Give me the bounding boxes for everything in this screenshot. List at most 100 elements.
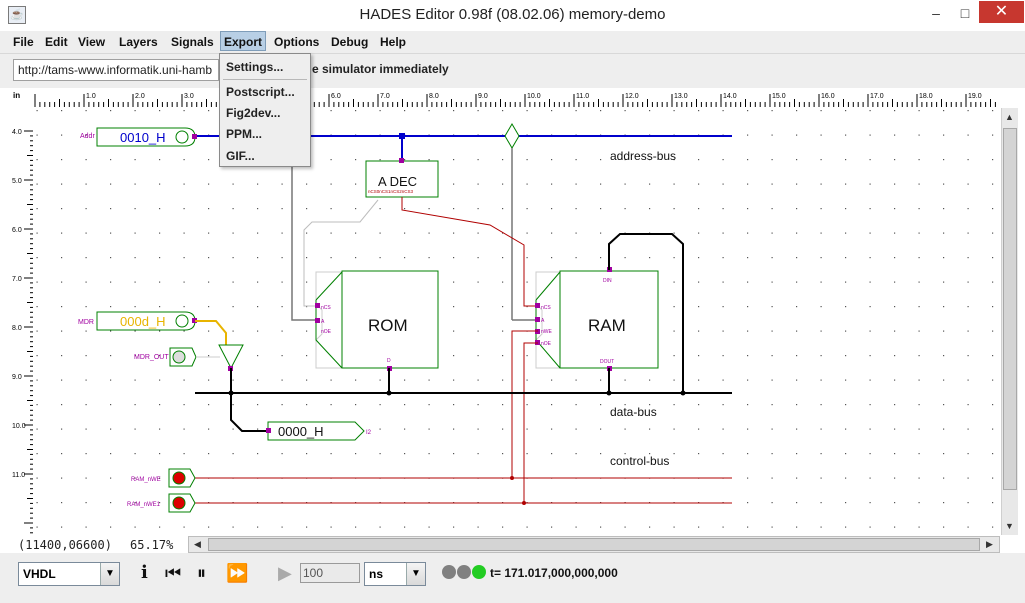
ruler-label: 3.0: [184, 93, 194, 100]
vertical-scroll-thumb[interactable]: [1003, 128, 1017, 490]
ram-din-wire[interactable]: [608, 233, 684, 393]
top-ruler: 1.02.03.04.05.06.07.08.09.010.011.012.01…: [10, 88, 1002, 109]
adec-label: A DEC: [378, 174, 417, 189]
export-dropdown: Settings... Postscript... Fig2dev... PPM…: [219, 53, 311, 167]
mdr-wire[interactable]: [195, 320, 227, 345]
maximize-button[interactable]: □: [960, 5, 970, 21]
top-ruler-graphic: 1.02.03.04.05.06.07.08.09.010.011.012.01…: [34, 93, 996, 107]
scroll-up-icon[interactable]: ▲: [1005, 112, 1014, 122]
menu-view[interactable]: View: [78, 35, 106, 49]
schematic-drawing[interactable]: address-bus Addr 0010_H A DEC nCS0nCS1nC…: [34, 108, 1001, 535]
ram-nwe1-led[interactable]: [172, 496, 186, 510]
ram-pin-a: A: [541, 318, 545, 324]
rom-pin-marker: [315, 318, 320, 323]
schematic-canvas[interactable]: address-bus Addr 0010_H A DEC nCS0nCS1nC…: [34, 108, 1001, 535]
rom-label: ROM: [368, 316, 408, 335]
rom-pin-marker: [315, 303, 320, 308]
window-title: HADES Editor 0.98f (08.02.06) memory-dem…: [359, 6, 666, 23]
scroll-left-icon[interactable]: ◀: [194, 539, 201, 549]
status-led-gray-1: [442, 565, 456, 579]
status-led-gray-2: [457, 565, 471, 579]
ram-pin-ncs: nCS: [541, 305, 551, 311]
ram-pin-noe: nOE: [541, 341, 552, 347]
ctrl-label-nwe: RAM_nWE: [131, 477, 161, 483]
addr-value: 0010_H: [120, 130, 166, 145]
fast-forward-icon[interactable]: ⏩: [226, 563, 249, 583]
step-count-field[interactable]: 100: [300, 563, 360, 583]
export-gif[interactable]: GIF...: [226, 149, 255, 163]
ram-pin-marker: [535, 317, 540, 322]
ruler-corner: in: [10, 88, 34, 108]
status-led-green: [472, 565, 486, 579]
ruler-label: 11.0: [576, 93, 589, 100]
language-select[interactable]: VHDL ▼: [18, 562, 120, 586]
ruler-label: 19.0: [968, 93, 982, 100]
menu-export[interactable]: Export: [220, 31, 267, 51]
language-value: VHDL: [23, 567, 56, 581]
ruler-label: 1.0: [86, 93, 96, 100]
ram-pin-dout: DOUT: [600, 359, 614, 365]
ruler-label: 6.0: [12, 227, 22, 234]
ruler-label: 4.0: [12, 129, 22, 136]
hex-display[interactable]: [267, 421, 365, 441]
pause-icon[interactable]: ⏸: [197, 563, 206, 583]
mdr-input-knob[interactable]: [175, 314, 189, 328]
step-icon[interactable]: ▶: [278, 563, 292, 583]
menu-options[interactable]: Options: [274, 35, 320, 49]
menu-layers[interactable]: Layers: [119, 35, 158, 49]
address-bus-label: address-bus: [610, 149, 676, 163]
export-fig2dev[interactable]: Fig2dev...: [226, 106, 281, 120]
ram-nwe-led[interactable]: [172, 471, 186, 485]
junction-dot: [386, 390, 392, 396]
menu-help[interactable]: Help: [380, 35, 407, 49]
ctrl-label-nwe1: RAM_nWE1: [127, 502, 161, 508]
menu-debug[interactable]: Debug: [331, 35, 369, 49]
hex-display-wire[interactable]: [230, 393, 268, 432]
ram-pin-din: DIN: [603, 278, 612, 284]
ruler-label: 11.0: [12, 472, 25, 479]
ruler-label: 5.0: [12, 178, 22, 185]
rom-pin-noe: nOE: [321, 329, 332, 335]
export-settings[interactable]: Settings...: [226, 60, 284, 74]
zoom-level: 65.17%: [130, 538, 174, 552]
tristate-buffer[interactable]: [218, 344, 244, 370]
menu-signals[interactable]: Signals: [171, 35, 214, 49]
addr-input-knob[interactable]: [175, 130, 189, 144]
scroll-down-icon[interactable]: ▼: [1005, 521, 1014, 531]
ram-label: RAM: [588, 316, 626, 335]
java-app-icon[interactable]: ☕: [8, 6, 26, 24]
chevron-down-icon[interactable]: ▼: [406, 563, 425, 585]
export-postscript[interactable]: Postscript...: [226, 85, 295, 99]
ruler-unit-label: in: [13, 91, 20, 100]
hex-display-value: 0000_H: [278, 424, 324, 439]
status-message: e simulator immediately: [312, 62, 449, 76]
ram-noe-wire[interactable]: [523, 342, 538, 503]
close-button[interactable]: ✕: [979, 1, 1024, 23]
ruler-label: 2.0: [135, 93, 145, 100]
export-ppm[interactable]: PPM...: [226, 127, 263, 141]
left-ruler-graphic: 4.05.06.07.08.09.010.011.0: [12, 129, 33, 534]
scroll-right-icon[interactable]: ▶: [986, 539, 993, 549]
bus-junction: [399, 133, 405, 139]
horizontal-scroll-thumb[interactable]: [208, 538, 980, 551]
minimize-button[interactable]: –: [932, 5, 940, 21]
ram-ncs-wire[interactable]: [401, 197, 538, 307]
time-unit-select[interactable]: ns ▼: [364, 562, 426, 586]
junction-dot: [522, 501, 526, 505]
data-bus-label: data-bus: [610, 405, 657, 419]
url-field[interactable]: http://tams-www.informatik.uni-hamb: [13, 59, 219, 81]
adec-pin-labels: nCS0nCS1nCS2nCS3: [368, 189, 414, 194]
rom-component[interactable]: [341, 270, 439, 369]
info-icon[interactable]: i: [141, 562, 148, 583]
menu-file[interactable]: File: [13, 35, 34, 49]
ruler-label: 8.0: [12, 325, 22, 332]
rewind-icon[interactable]: ⏮: [165, 563, 182, 583]
mdr-out-knob[interactable]: [172, 350, 186, 364]
ram-nwe-wire[interactable]: [511, 330, 538, 478]
chevron-down-icon[interactable]: ▼: [100, 563, 119, 585]
rom-ncs-wire[interactable]: [303, 199, 379, 307]
rom-address-wire[interactable]: [291, 160, 318, 321]
addr-pin: [192, 134, 197, 139]
menu-edit[interactable]: Edit: [45, 35, 68, 49]
hex-pin: [266, 428, 271, 433]
